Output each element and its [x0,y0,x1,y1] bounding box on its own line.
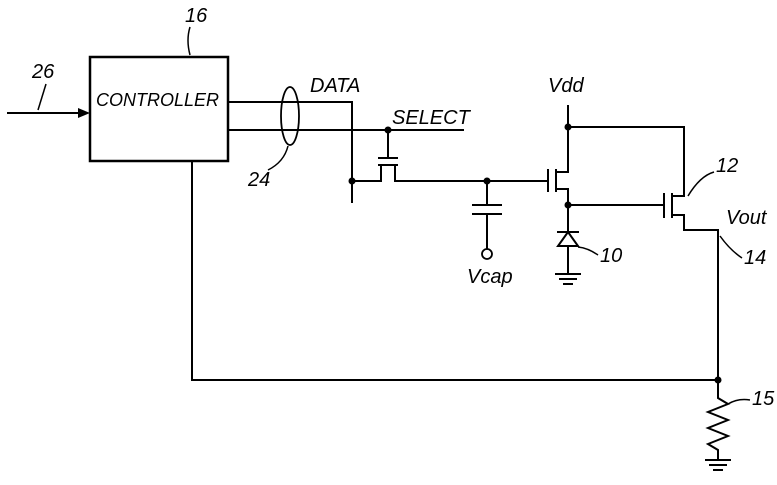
feedback-line [192,161,718,380]
ref-24-leader [268,146,288,170]
controller-label: CONTROLLER [96,90,219,110]
diode-triangle [558,232,578,246]
ref-12-label: 12 [716,155,738,177]
out-drain [672,194,684,196]
ref-12-leader [688,172,714,196]
ref-10-label: 10 [600,245,622,267]
input-26-arrowhead [78,108,90,118]
ref-16-leader [188,27,190,55]
vdd-label: Vdd [548,75,584,97]
select-label: SELECT [392,107,472,129]
ref-10-leader [578,247,598,255]
data-junction [349,178,356,185]
ref-26-label: 26 [31,61,55,83]
drive-drain [556,127,568,172]
ref-15-label: 15 [752,388,775,410]
ref-24-label: 24 [247,169,270,191]
data-label: DATA [310,75,360,97]
ref-15-leader [728,400,750,405]
ref-16-label: 16 [185,5,208,27]
resistor-15 [708,380,728,460]
out-source [672,215,718,230]
select-drain [395,165,548,181]
ref-14-label: 14 [744,247,766,269]
bus-ellipse-24 [281,87,299,145]
select-source [352,165,381,181]
vout-label: Vout [726,207,768,229]
vdd-rail [568,127,684,194]
vcap-terminal [482,249,492,259]
ref-14-leader [720,236,742,258]
ref-26-leader [38,84,46,110]
vcap-label: Vcap [467,266,513,288]
